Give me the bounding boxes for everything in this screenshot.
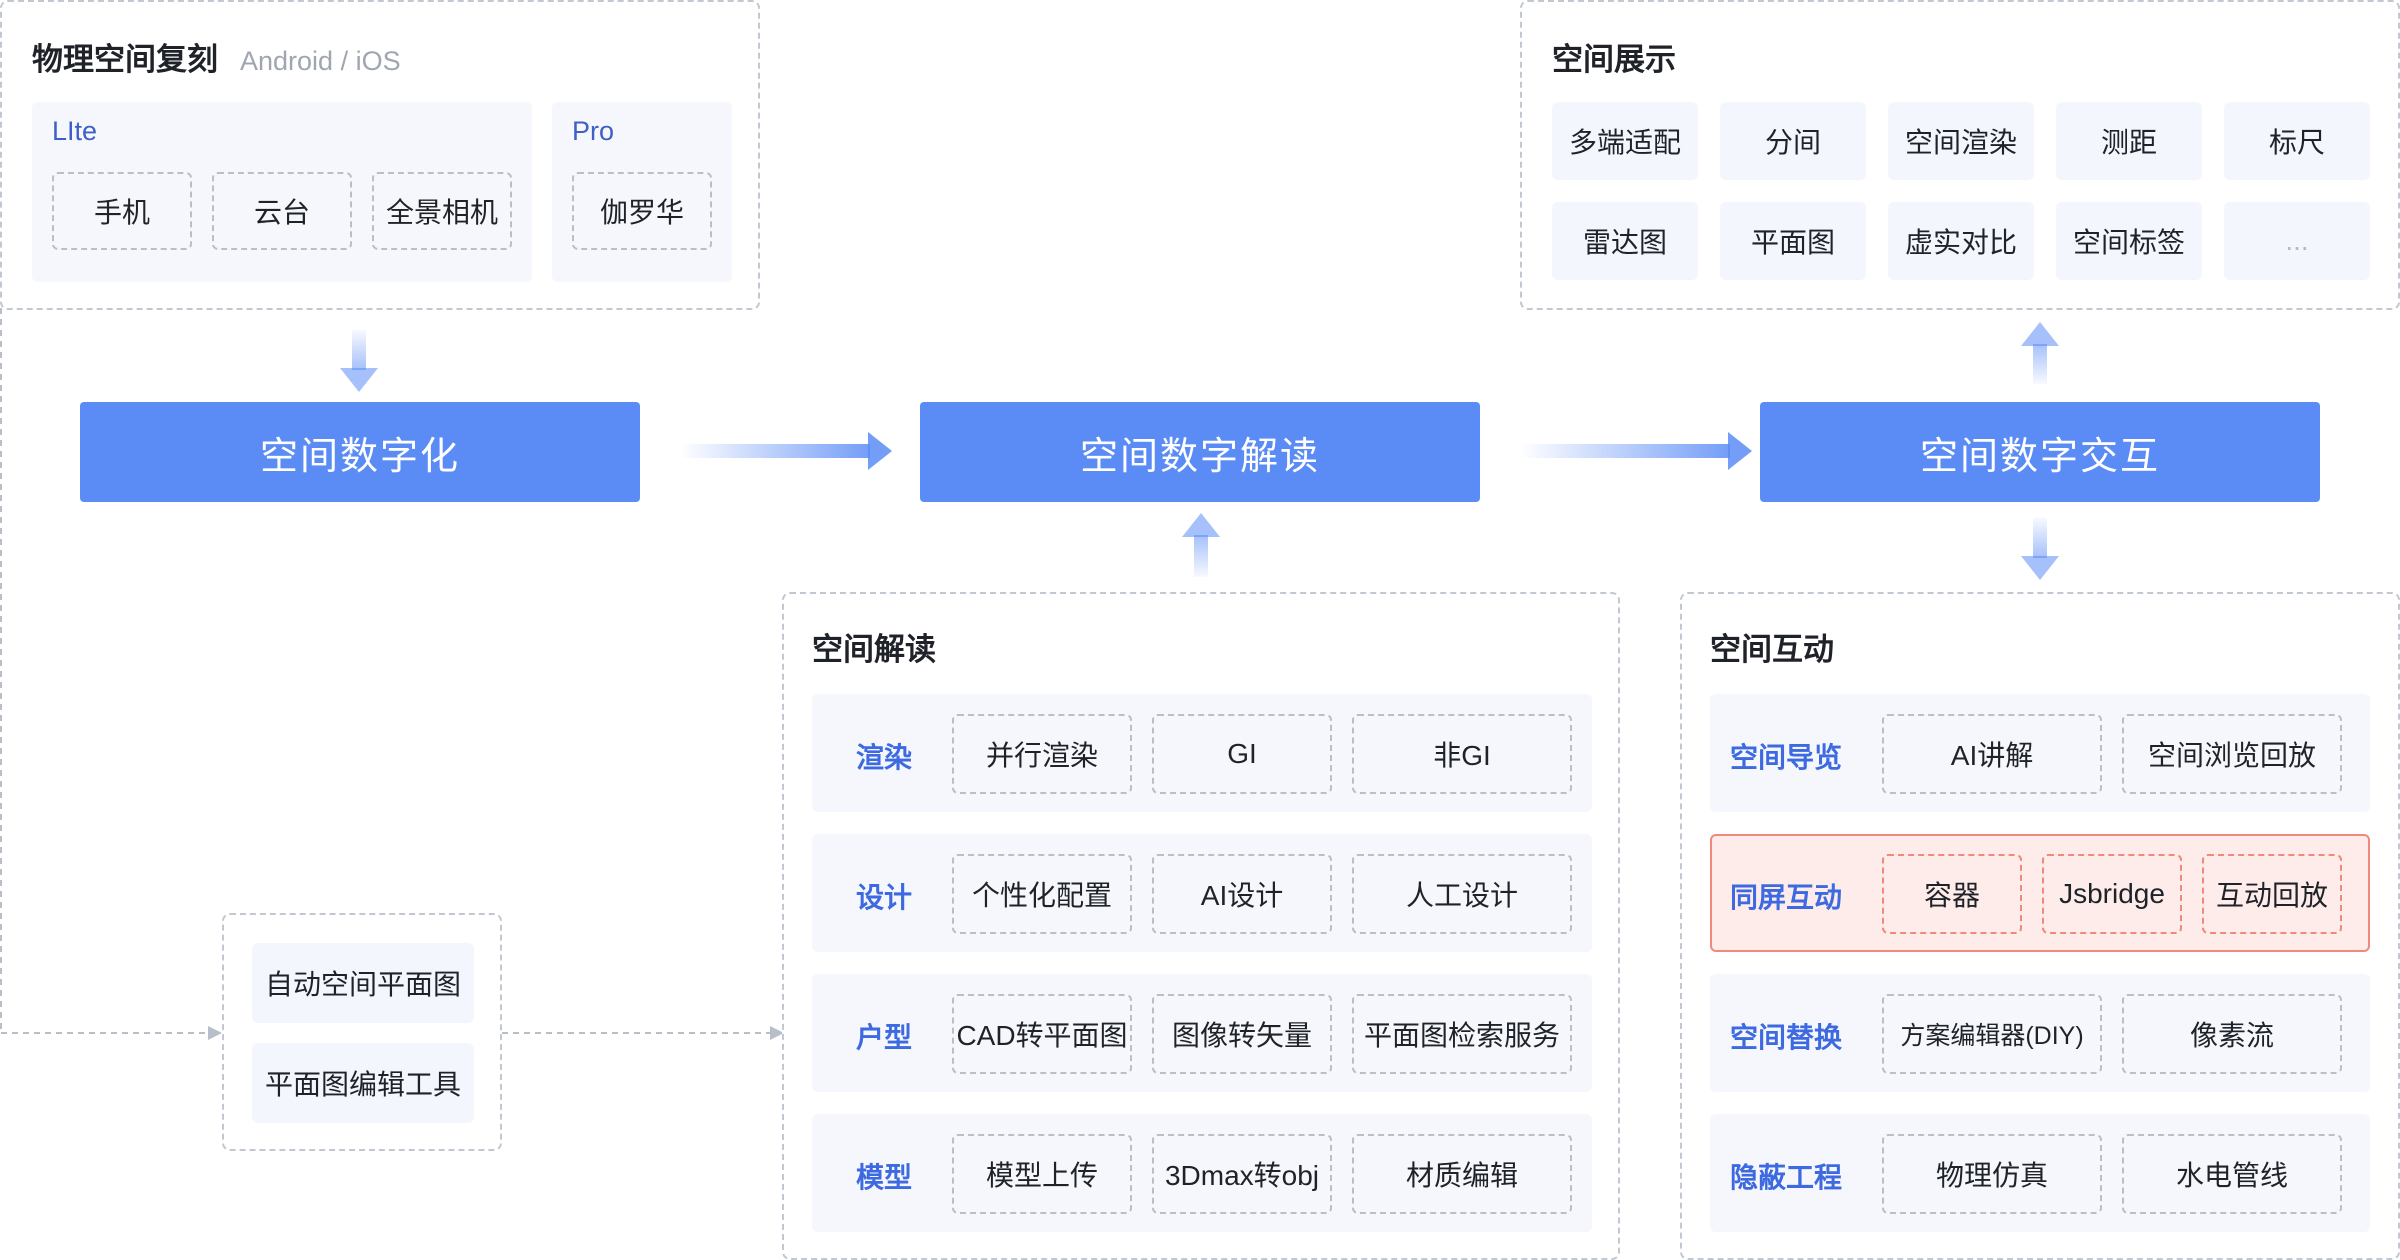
display-item-virtual-real[interactable]: 虚实对比 <box>1888 202 2034 280</box>
item-interaction-replay[interactable]: 互动回放 <box>2202 854 2342 934</box>
display-item-ruler[interactable]: 标尺 <box>2224 102 2370 180</box>
display-item-floorplan[interactable]: 平面图 <box>1720 202 1866 280</box>
row-label-render: 渲染 <box>856 742 913 773</box>
interact-row-hidden-works: 隐蔽工程 物理仿真 水电管线 <box>1710 1114 2370 1232</box>
item-non-gi[interactable]: 非GI <box>1352 714 1572 794</box>
item-parallel-render[interactable]: 并行渲染 <box>952 714 1132 794</box>
item-material-edit[interactable]: 材质编辑 <box>1352 1134 1572 1214</box>
display-item-space-render[interactable]: 空间渲染 <box>1888 102 2034 180</box>
row-label-tour: 空间导览 <box>1730 742 1843 773</box>
display-item-multi-platform[interactable]: 多端适配 <box>1552 102 1698 180</box>
interpret-box[interactable]: 空间数字解读 <box>920 402 1480 502</box>
item-jsbridge[interactable]: Jsbridge <box>2042 854 2182 934</box>
arrow-down-to-interact-panel <box>2021 518 2059 580</box>
display-title: 空间展示 <box>1552 42 1676 77</box>
item-cad-to-floorplan[interactable]: CAD转平面图 <box>952 994 1132 1074</box>
interpret-row-layout: 户型 CAD转平面图 图像转矢量 平面图检索服务 <box>812 974 1592 1092</box>
item-custom-config[interactable]: 个性化配置 <box>952 854 1132 934</box>
interpret-row-design: 设计 个性化配置 AI设计 人工设计 <box>812 834 1592 952</box>
pro-title: Pro <box>572 116 615 146</box>
item-ai-narration[interactable]: AI讲解 <box>1882 714 2102 794</box>
interact-row-coscreen: 同屏互动 容器 Jsbridge 互动回放 <box>1710 834 2370 952</box>
item-utility-pipes[interactable]: 水电管线 <box>2122 1134 2342 1214</box>
physical-title: 物理空间复刻 Android / iOS <box>32 34 401 79</box>
row-label-design: 设计 <box>856 882 913 913</box>
arrow-down-to-digitize <box>340 330 378 392</box>
item-image-to-vector[interactable]: 图像转矢量 <box>1152 994 1332 1074</box>
lite-item-panorama-camera[interactable]: 全景相机 <box>372 172 512 250</box>
auto-floorplan-item[interactable]: 自动空间平面图 <box>252 943 474 1023</box>
item-3dmax-to-obj[interactable]: 3Dmax转obj <box>1152 1134 1332 1214</box>
physical-subtitle: Android / iOS <box>240 46 401 76</box>
interact-row-tour: 空间导览 AI讲解 空间浏览回放 <box>1710 694 2370 812</box>
item-physics-sim[interactable]: 物理仿真 <box>1882 1134 2102 1214</box>
row-label-model: 模型 <box>856 1162 913 1193</box>
row-label-replace: 空间替换 <box>1730 1022 1843 1053</box>
interpret-row-model: 模型 模型上传 3Dmax转obj 材质编辑 <box>812 1114 1592 1232</box>
interact-panel-title: 空间互动 <box>1710 632 1834 667</box>
row-label-layout: 户型 <box>856 1022 913 1053</box>
pro-item-galois[interactable]: 伽罗华 <box>572 172 712 250</box>
display-item-more: ... <box>2224 202 2370 280</box>
display-item-room-split[interactable]: 分间 <box>1720 102 1866 180</box>
physical-panel: 物理空间复刻 Android / iOS LIte 手机 云台 全景相机 Pro … <box>0 0 760 310</box>
physical-title-text: 物理空间复刻 <box>32 42 218 77</box>
arrow-digitize-to-interpret <box>680 432 892 470</box>
item-model-upload[interactable]: 模型上传 <box>952 1134 1132 1214</box>
interact-box[interactable]: 空间数字交互 <box>1760 402 2320 502</box>
arrow-up-to-interpret <box>1182 513 1220 577</box>
arrow-up-to-display <box>2021 322 2059 384</box>
item-gi[interactable]: GI <box>1152 714 1332 794</box>
interpret-row-render: 渲染 并行渲染 GI 非GI <box>812 694 1592 812</box>
display-item-radar[interactable]: 雷达图 <box>1552 202 1698 280</box>
interact-panel: 空间互动 空间导览 AI讲解 空间浏览回放 同屏互动 容器 Jsbridge 互… <box>1680 592 2400 1260</box>
item-ai-design[interactable]: AI设计 <box>1152 854 1332 934</box>
lite-title: LIte <box>52 116 98 146</box>
item-browse-replay[interactable]: 空间浏览回放 <box>2122 714 2342 794</box>
floorplan-panel: 自动空间平面图 平面图编辑工具 <box>222 913 502 1151</box>
floorplan-editor-item[interactable]: 平面图编辑工具 <box>252 1043 474 1123</box>
display-item-space-tag[interactable]: 空间标签 <box>2056 202 2202 280</box>
display-item-measure[interactable]: 测距 <box>2056 102 2202 180</box>
row-label-coscreen: 同屏互动 <box>1730 882 1843 913</box>
interact-row-replace: 空间替换 方案编辑器(DIY) 像素流 <box>1710 974 2370 1092</box>
arrow-interpret-to-interact <box>1520 432 1752 470</box>
interpret-panel: 空间解读 渲染 并行渲染 GI 非GI 设计 个性化配置 AI设计 人工设计 户… <box>782 592 1620 1260</box>
lite-item-gimbal[interactable]: 云台 <box>212 172 352 250</box>
item-container[interactable]: 容器 <box>1882 854 2022 934</box>
interpret-panel-title: 空间解读 <box>812 632 936 667</box>
item-floorplan-search[interactable]: 平面图检索服务 <box>1352 994 1572 1074</box>
item-scheme-editor[interactable]: 方案编辑器(DIY) <box>1882 994 2102 1074</box>
item-manual-design[interactable]: 人工设计 <box>1352 854 1572 934</box>
digitize-box[interactable]: 空间数字化 <box>80 402 640 502</box>
lite-group: LIte 手机 云台 全景相机 <box>32 102 532 282</box>
pro-group: Pro 伽罗华 <box>552 102 732 282</box>
item-pixel-stream[interactable]: 像素流 <box>2122 994 2342 1074</box>
lite-item-phone[interactable]: 手机 <box>52 172 192 250</box>
row-label-hidden-works: 隐蔽工程 <box>1730 1162 1843 1193</box>
display-panel: 空间展示 多端适配 分间 空间渲染 测距 标尺 雷达图 平面图 虚实对比 空间标… <box>1520 0 2400 310</box>
left-dashed-connector <box>0 308 784 1040</box>
